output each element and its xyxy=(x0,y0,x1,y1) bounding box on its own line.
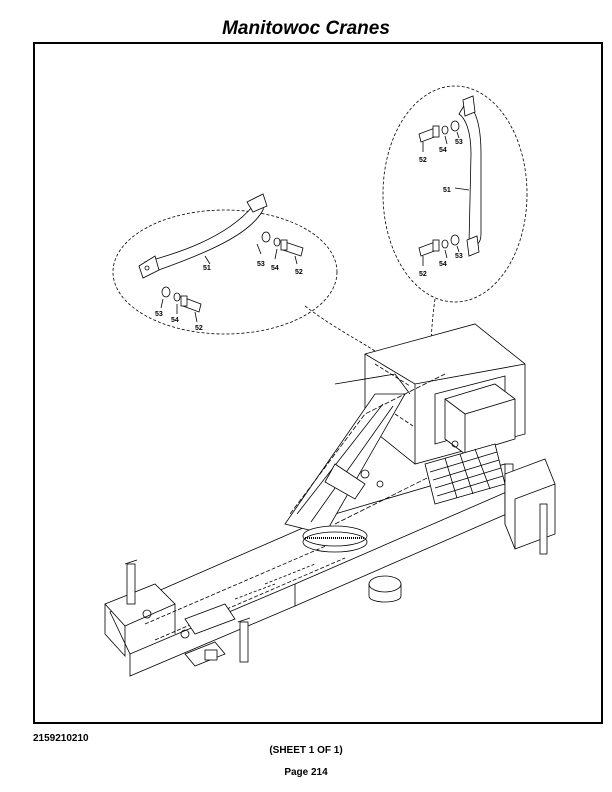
callout-52-left-lower: 52 xyxy=(195,325,203,332)
callout-54-right-upper: 54 xyxy=(439,147,447,154)
callout-53-right-lower: 53 xyxy=(455,253,463,260)
callout-54-left-upper: 54 xyxy=(271,265,279,272)
exploded-parts-drawing: 51 53 54 52 53 54 52 52 54 53 51 52 54 5… xyxy=(104,85,556,677)
leader-line-left xyxy=(304,305,408,385)
callout-52-right-upper: 52 xyxy=(419,157,427,164)
detail-bubble-left xyxy=(112,209,338,335)
page-title: Manitowoc Cranes xyxy=(222,18,390,39)
callout-51-left: 51 xyxy=(203,265,211,272)
handrail-right xyxy=(458,95,482,257)
callout-53-left-lower: 53 xyxy=(155,311,163,318)
callout-53-right-upper: 53 xyxy=(455,139,463,146)
callout-51-right: 51 xyxy=(443,187,451,194)
step-assembly xyxy=(424,443,506,505)
hardware-left-upper xyxy=(261,231,304,257)
callout-52-left-upper: 52 xyxy=(295,269,303,276)
callout-54-left-lower: 54 xyxy=(171,317,179,324)
detail-bubble-right xyxy=(382,85,528,303)
crane-carbody-assembly xyxy=(104,323,556,677)
drawing-frame: 51 53 54 52 53 54 52 52 54 53 51 52 54 5… xyxy=(33,42,603,724)
callout-52-right-lower: 52 xyxy=(419,271,427,278)
handrail-left xyxy=(138,193,268,279)
callout-54-right-lower: 54 xyxy=(439,261,447,268)
page-number: Page 214 xyxy=(284,767,328,778)
drawing-number: 2159210210 xyxy=(33,733,89,744)
callout-53-left-upper: 53 xyxy=(257,261,265,268)
hardware-left-lower xyxy=(161,286,202,313)
hardware-right-lower xyxy=(418,234,460,257)
sheet-indicator: (SHEET 1 OF 1) xyxy=(269,745,343,756)
hardware-right-upper xyxy=(418,120,460,143)
